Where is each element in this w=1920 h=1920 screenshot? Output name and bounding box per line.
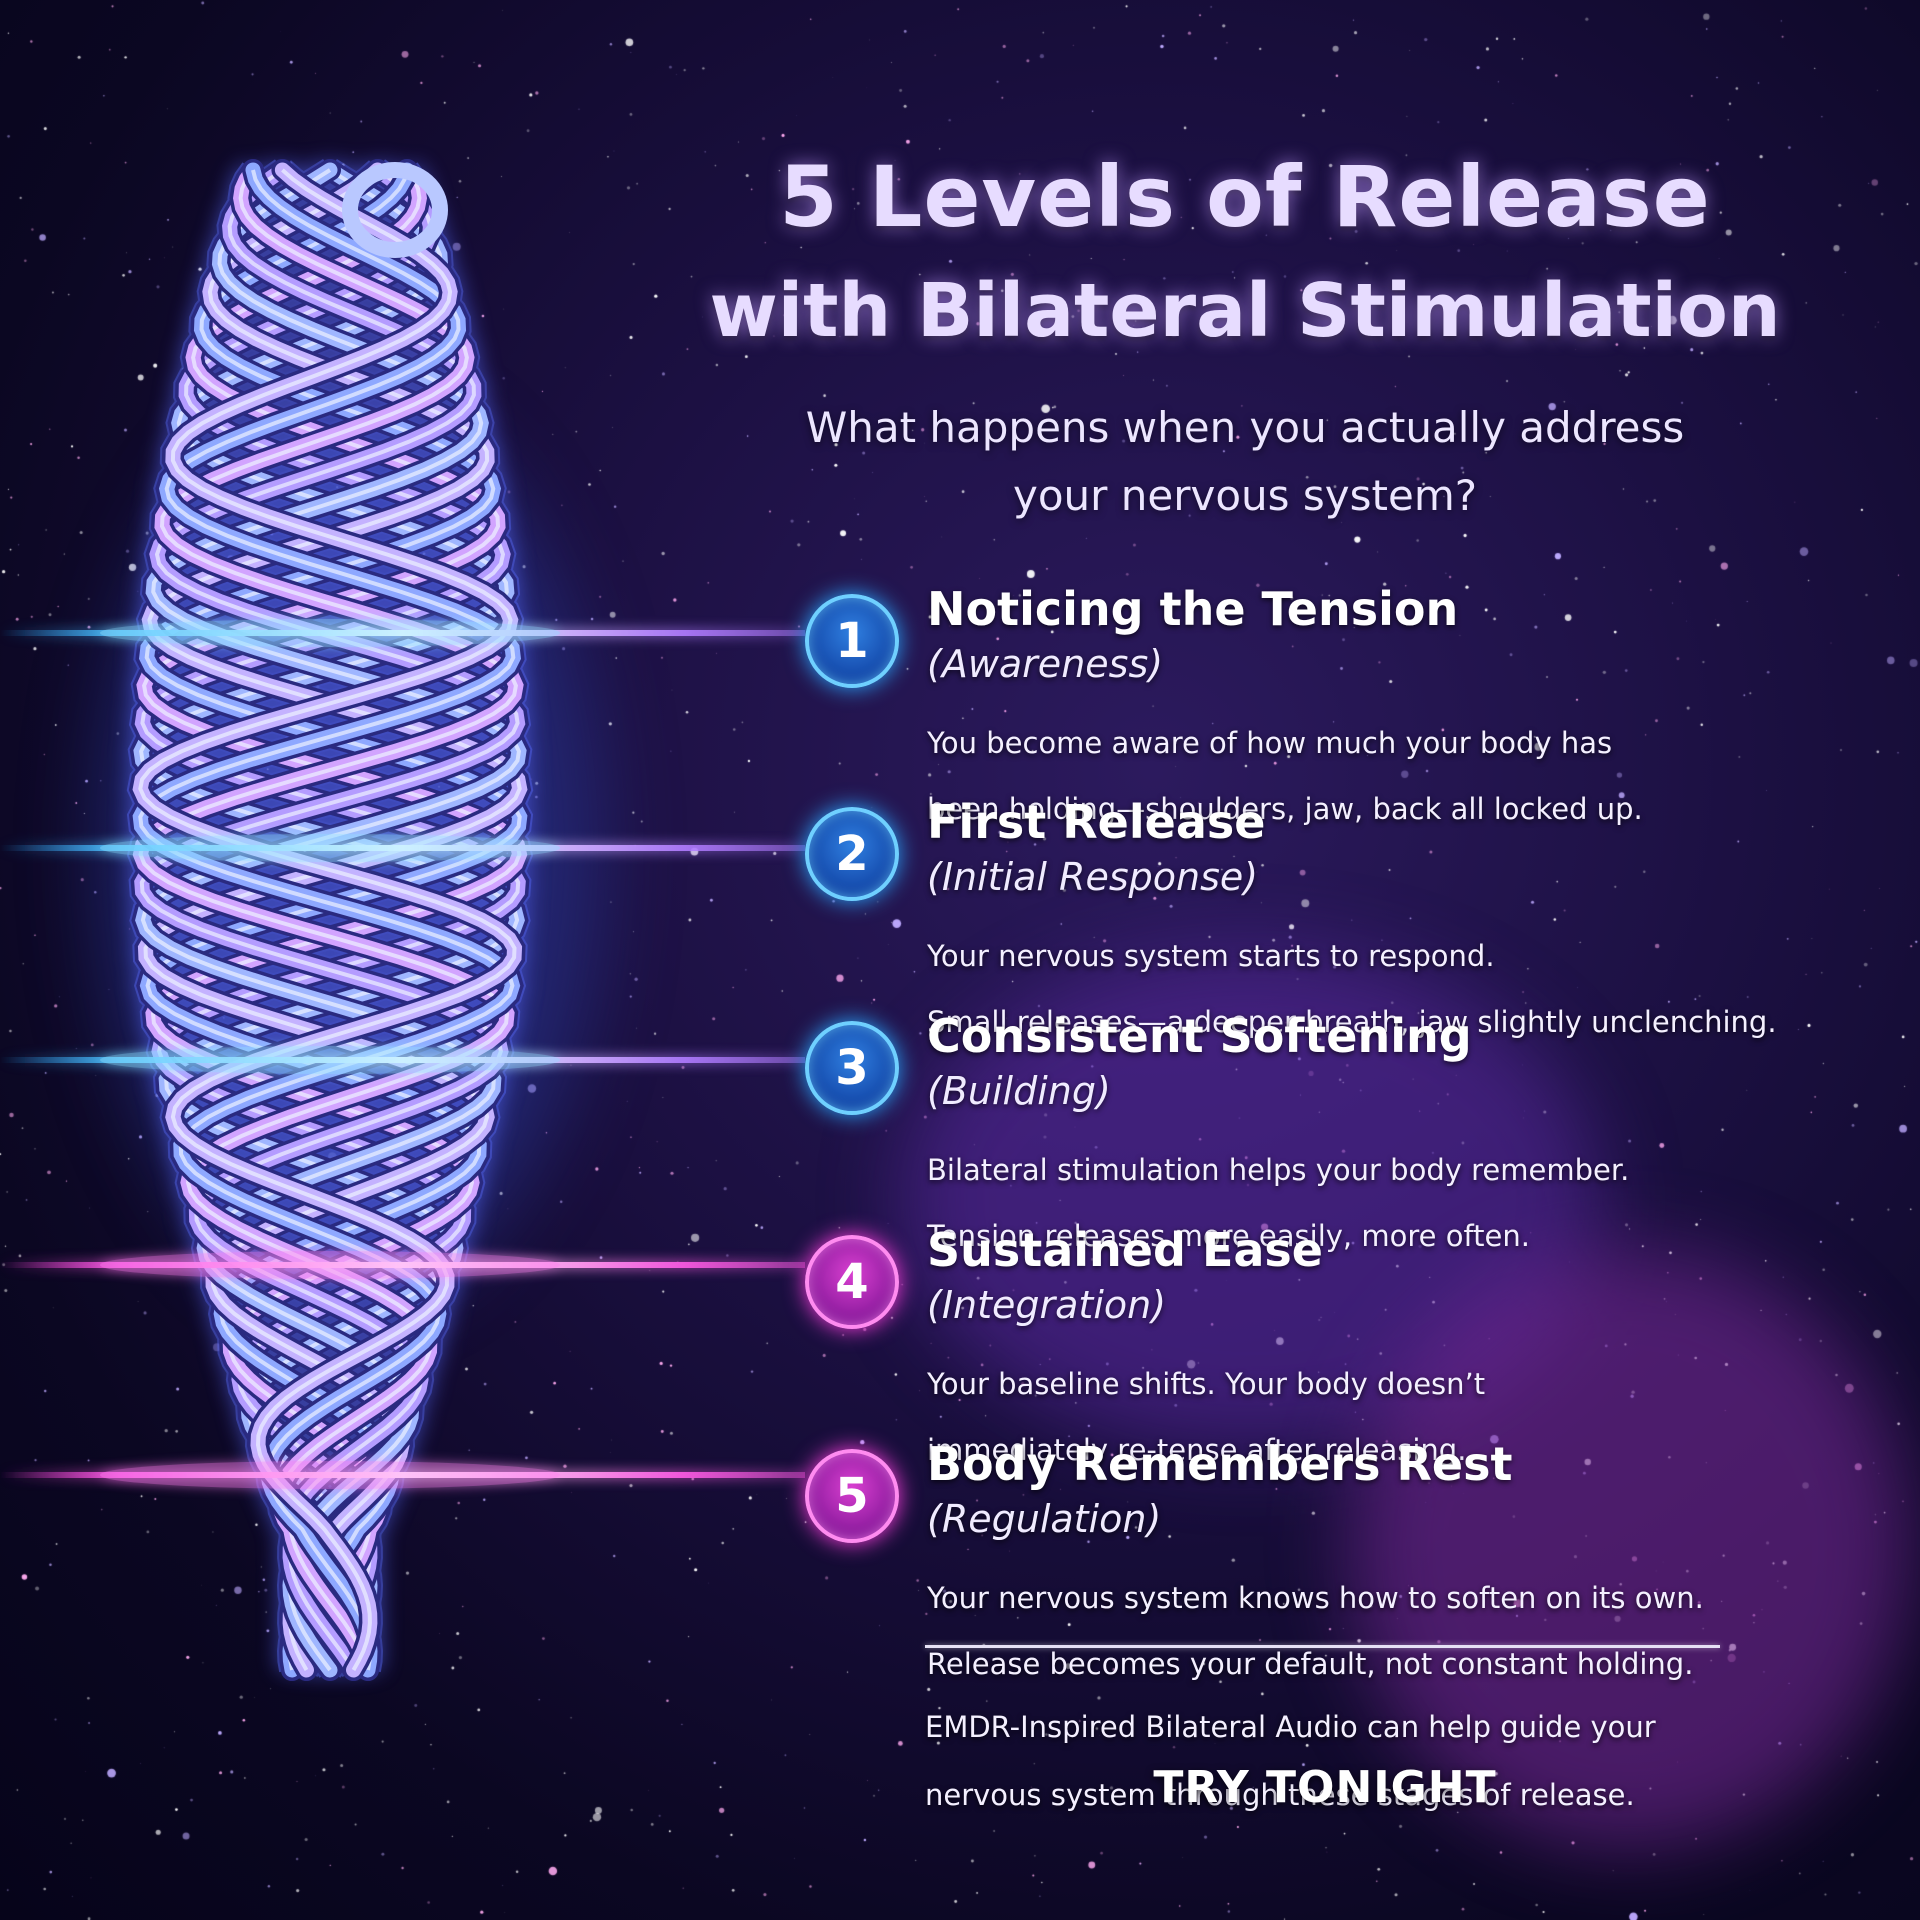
level-description: You become aware of how much your body h… <box>927 694 1887 859</box>
footer-description: EMDR-Inspired Bilateral Audio can help g… <box>925 1676 1825 1846</box>
level-number-badge: 1 <box>805 594 899 688</box>
footer-line: EMDR-Inspired Bilateral Audio can help g… <box>925 1710 1656 1744</box>
subtitle-question: What happens when you actually address y… <box>720 394 1770 530</box>
level-description: Bilateral stimulation helps your body re… <box>927 1121 1887 1286</box>
level-number-badge: 3 <box>805 1021 899 1115</box>
divider <box>925 1645 1720 1648</box>
level-title: Body Remembers Rest <box>927 1437 1513 1491</box>
main-title: 5 Levels of Release <box>779 148 1711 246</box>
level-description: Your nervous system starts to respond. S… <box>927 907 1887 1072</box>
subtitle-line: your nervous system? <box>1012 471 1478 520</box>
description-line: Bilateral stimulation helps your body re… <box>927 1153 1630 1187</box>
description-line: been holding—shoulders, jaw, back all lo… <box>927 792 1643 826</box>
description-line: Release becomes your default, not consta… <box>927 1647 1694 1681</box>
main-title-line2: with Bilateral Stimulation <box>709 268 1781 354</box>
level-subtitle: (Awareness) <box>927 642 1164 686</box>
description-line: Small releases—a deeper breath, jaw slig… <box>927 1005 1777 1039</box>
level-subtitle: (Initial Response) <box>927 855 1259 899</box>
try-tonight-cta[interactable]: TRY TONIGHT <box>1153 1762 1497 1813</box>
level-number-badge: 4 <box>805 1235 899 1329</box>
nebula-glow <box>1350 1250 1910 1850</box>
level-description: Your baseline shifts. Your body doesn’t … <box>927 1335 1887 1500</box>
description-line: Your nervous system knows how to soften … <box>927 1581 1704 1615</box>
description-line: Tension releases more easily, more often… <box>927 1219 1530 1253</box>
level-subtitle: (Building) <box>927 1069 1111 1113</box>
level-title: First Release <box>927 795 1266 849</box>
description-line: Your baseline shifts. Your body doesn’t <box>927 1367 1486 1401</box>
subtitle-line: What happens when you actually address <box>805 403 1685 452</box>
level-number-badge: 2 <box>805 807 899 901</box>
level-description: Your nervous system knows how to soften … <box>927 1549 1887 1714</box>
level-number-badge: 5 <box>805 1449 899 1543</box>
footer-line: nervous system through these stages of r… <box>925 1778 1635 1812</box>
level-title: Noticing the Tension <box>927 582 1459 636</box>
level-title: Sustained Ease <box>927 1223 1323 1277</box>
level-subtitle: (Regulation) <box>927 1497 1162 1541</box>
level-title: Consistent Softening <box>927 1009 1472 1063</box>
level-subtitle: (Integration) <box>927 1283 1167 1327</box>
description-line: You become aware of how much your body h… <box>927 726 1613 760</box>
description-line: Your nervous system starts to respond. <box>927 939 1495 973</box>
description-line: immediately re-tense after releasing. <box>927 1433 1467 1467</box>
